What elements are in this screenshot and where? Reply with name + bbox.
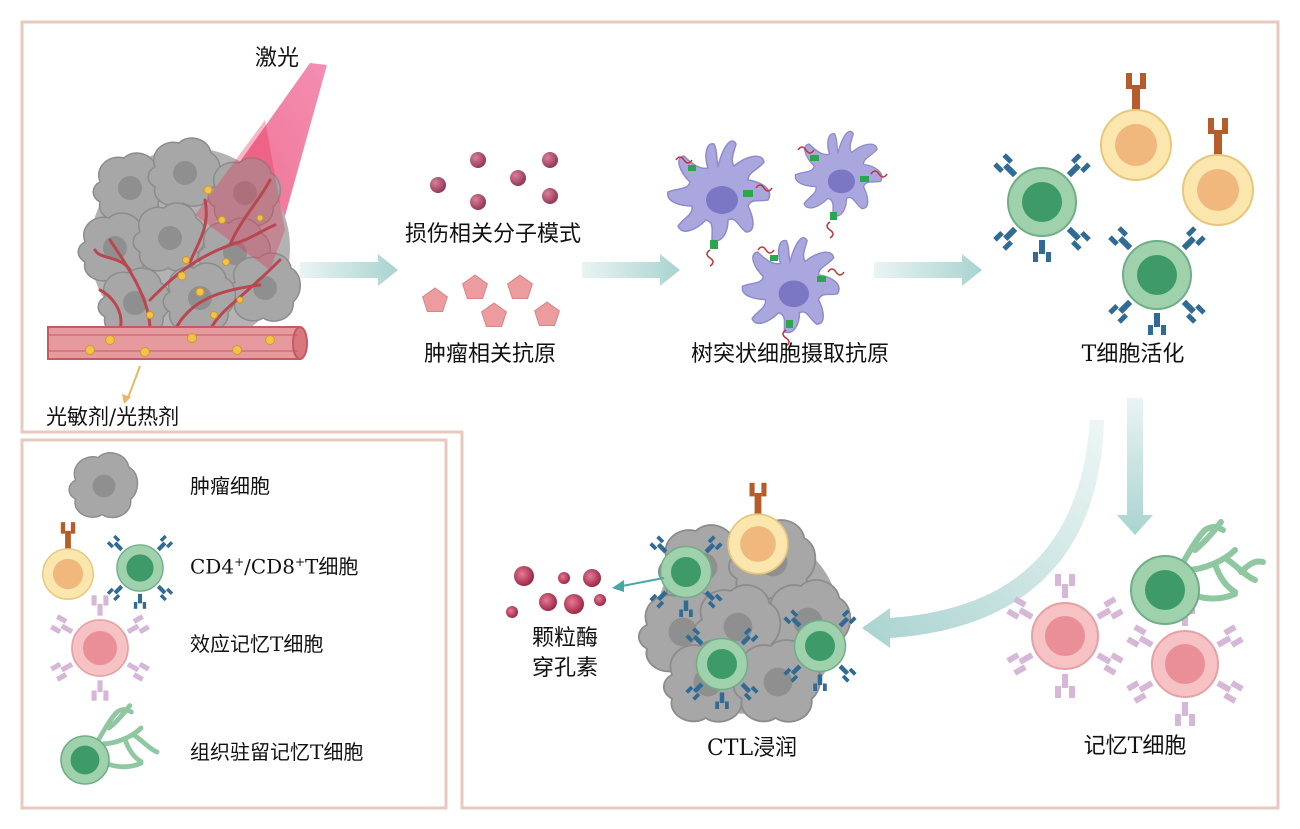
legend-resident-memory-icon — [60, 703, 160, 785]
blood-vessel-icon — [47, 326, 308, 360]
t-activation-label: T细胞活化 — [1081, 342, 1185, 367]
tumor-antigen-icon — [422, 274, 560, 327]
secretion-arrow-icon — [612, 577, 665, 592]
granule-icon — [506, 566, 606, 618]
legend-cd4-t-cell-icon — [42, 521, 94, 600]
damp-label: 损伤相关分子模式 — [404, 222, 582, 247]
laser-label: 激光 — [255, 46, 300, 71]
cd4-t-cell-icon — [1100, 72, 1254, 226]
arrow-step-5 — [862, 420, 1104, 648]
photosensitizer-particles — [146, 185, 264, 319]
legend-frame — [20, 438, 448, 810]
dc-uptake-label: 树突状细胞摄取抗原 — [690, 342, 890, 367]
memory-t-label: 记忆T细胞 — [1083, 734, 1187, 759]
main-frame — [20, 20, 1280, 810]
dendritic-cell-icon — [667, 130, 888, 347]
legend-tumor-cell-label: 肿瘤细胞 — [190, 474, 270, 498]
damp-particles-icon — [430, 152, 558, 210]
legend-cd8-t-cell-icon — [107, 535, 173, 609]
arrow-step-1 — [300, 254, 398, 286]
photosensitizer-pointer-icon — [122, 365, 141, 404]
granzyme-label: 颗粒酶 — [531, 626, 599, 651]
tumor-vasculature — [93, 178, 282, 332]
legend-resident-memory-label: 组织驻留记忆T细胞 — [190, 740, 364, 764]
arrow-step-4 — [1117, 398, 1153, 535]
photosensitizer-label: 光敏剂/光热剂 — [46, 405, 180, 429]
legend-tcell-label: CD4+/CD8+T细胞 — [190, 554, 359, 579]
arrow-step-3 — [874, 254, 982, 286]
legend-tumor-cell-icon — [68, 452, 139, 519]
ctl-infiltration-label: CTL浸润 — [706, 736, 798, 761]
legend-effector-memory-label: 效应记忆T细胞 — [190, 632, 324, 656]
legend-effector-memory-icon — [50, 595, 150, 700]
resident-memory-t-cell-icon — [1130, 519, 1266, 625]
arrow-step-2 — [582, 254, 680, 286]
perforin-label: 穿孔素 — [531, 656, 599, 681]
cd8-t-cell-icon — [993, 153, 1206, 335]
taa-label: 肿瘤相关抗原 — [423, 342, 557, 367]
